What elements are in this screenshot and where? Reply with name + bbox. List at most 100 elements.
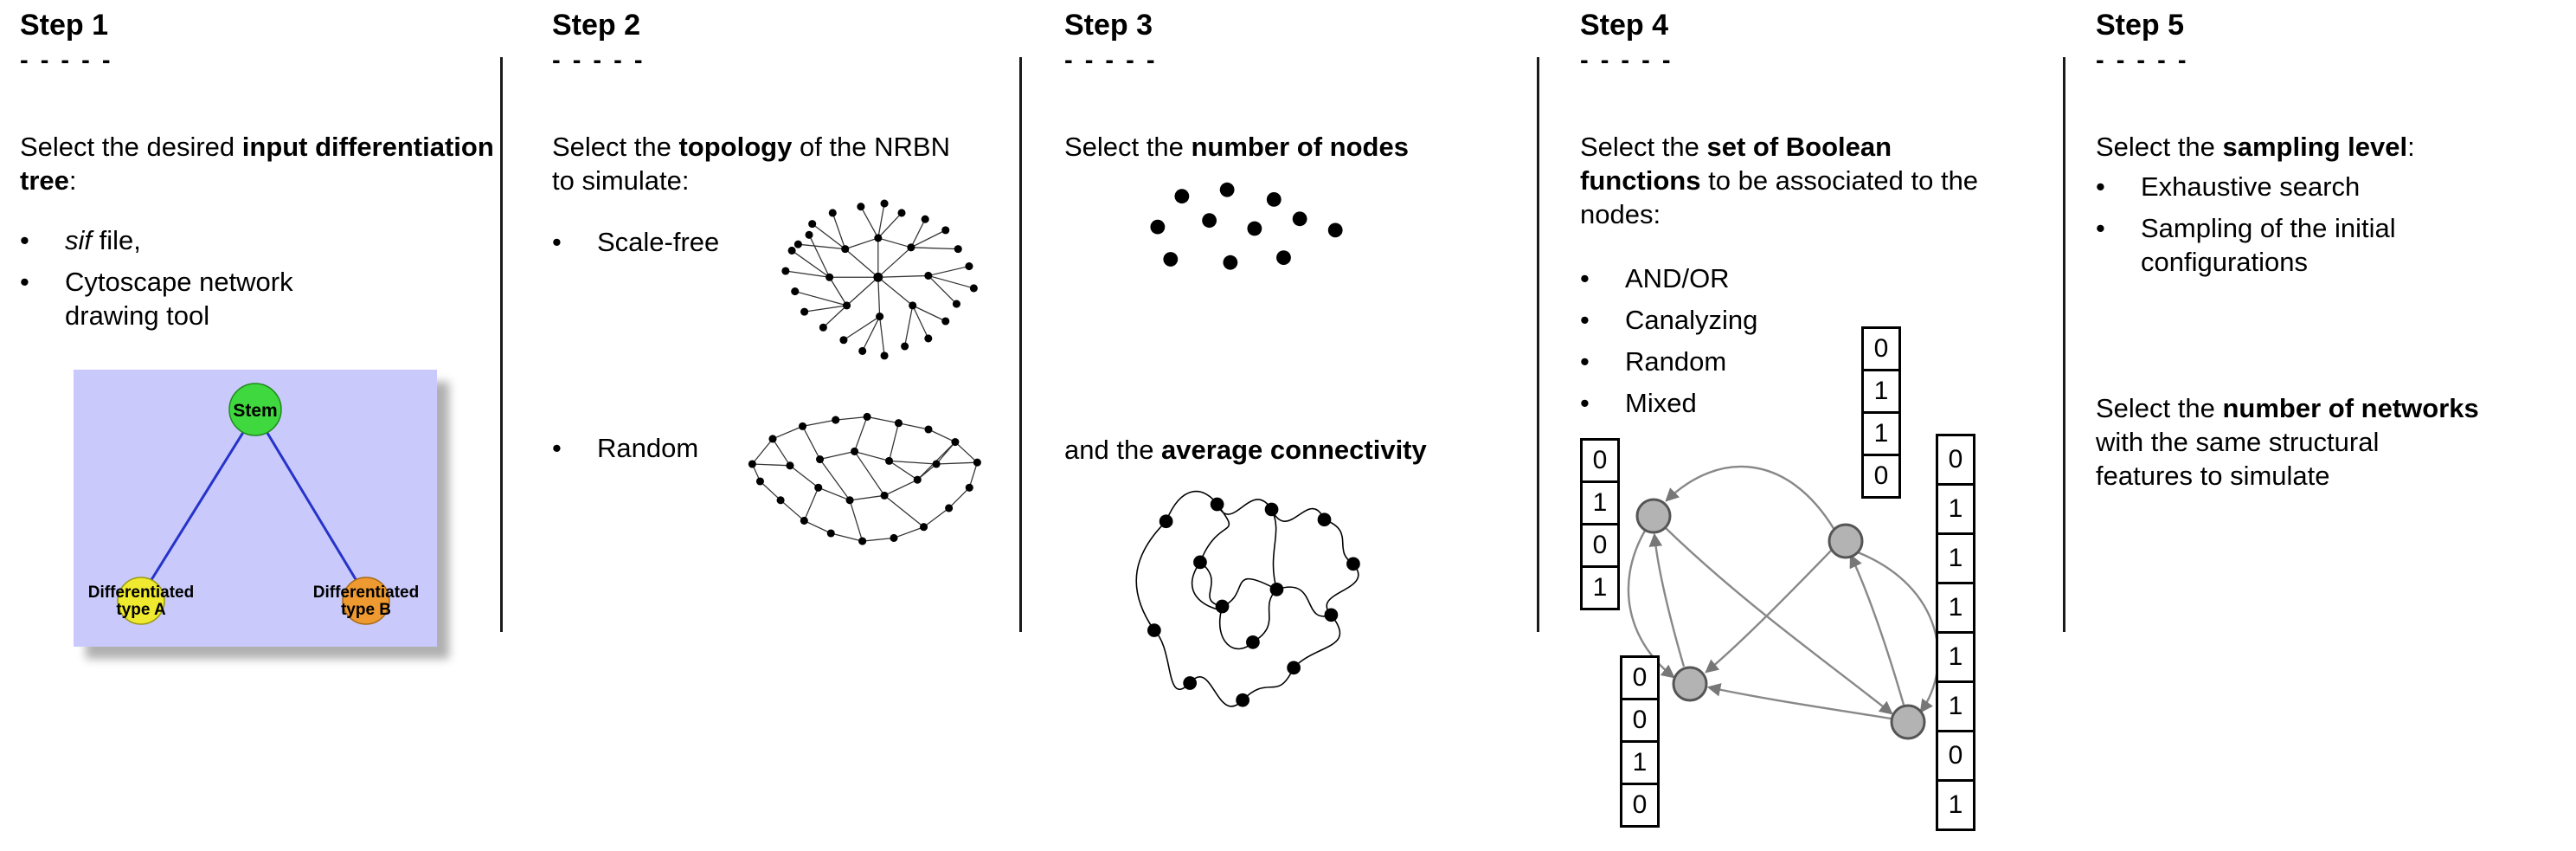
bullet-text: Exhaustive search <box>2141 171 2361 202</box>
intro-prefix: Select the desired <box>20 132 242 162</box>
truth-table-cell: 0 <box>1936 434 1975 486</box>
step-4-title: Step 4 <box>1580 9 1669 42</box>
tree-edges <box>139 412 368 597</box>
line-bold: number of nodes <box>1191 132 1409 162</box>
line-prefix: Select the <box>1064 132 1192 162</box>
line-bold: average connectivity <box>1161 435 1427 465</box>
bullet-marker: • <box>2096 171 2105 202</box>
step-4-bullet-random: • Random <box>1580 345 1726 378</box>
truth-table-cell: 0 <box>1620 783 1660 828</box>
scale-free-network-image <box>781 199 978 360</box>
step-2-title: Step 2 <box>552 9 641 42</box>
step-2-bullet-random: • Random <box>552 431 698 465</box>
step-1-title: Step 1 <box>20 9 109 42</box>
intro-suffix: : <box>68 165 77 196</box>
step-4-dashes: - - - - - <box>1580 47 1673 74</box>
step-2-column: Step 2 - - - - - Select the topology of … <box>552 9 1011 844</box>
intro-bold: set of Boolean functions <box>1580 132 1892 196</box>
intro-suffix: : <box>2407 132 2415 162</box>
bullet-marker: • <box>552 433 562 463</box>
truth-table-cell: 0 <box>1580 438 1620 483</box>
intro-prefix: Select the <box>2096 132 2223 162</box>
type-b-node <box>342 577 390 625</box>
bullet-marker: • <box>2096 213 2105 243</box>
step-5-dashes: - - - - - <box>2096 47 2189 74</box>
truth-table-cell: 1 <box>1936 680 1975 732</box>
step-2-bullet-scale-free: • Scale-free <box>552 225 719 259</box>
step-5-networks-paragraph: Select the number of networks with the s… <box>2096 391 2481 493</box>
network-nodes <box>748 412 981 545</box>
network-edges <box>785 203 974 356</box>
bullet-marker: • <box>1580 263 1590 293</box>
bullet-text: Canalyzing <box>1625 305 1758 335</box>
step-3-column: Step 3 - - - - - Select the number of no… <box>1064 9 1525 844</box>
truth-table-cell: 0 <box>1861 326 1901 371</box>
intro-suffix: to be associated to the nodes: <box>1580 165 1979 229</box>
bullet-marker: • <box>1580 305 1590 335</box>
column-divider <box>1019 57 1022 632</box>
truth-table-cell: 1 <box>1620 740 1660 785</box>
truth-table-cell: 1 <box>1936 631 1975 683</box>
bullet-text: sif file, <box>65 223 141 257</box>
bullet-marker: • <box>20 267 29 297</box>
dots <box>1150 182 1343 270</box>
intro-prefix: Select the <box>552 132 679 162</box>
truth-table-cell: 1 <box>1936 582 1975 634</box>
step-4-column: Step 4 - - - - - Select the set of Boole… <box>1580 9 2052 844</box>
step-3-dashes: - - - - - <box>1064 47 1158 74</box>
intro-prefix: Select the <box>1580 132 1707 162</box>
step-5-column: Step 5 - - - - - Select the sampling lev… <box>2096 9 2570 844</box>
step-1-intro: Select the desired input differentiation… <box>20 130 494 197</box>
column-divider <box>2063 57 2065 632</box>
step-3-line1: Select the number of nodes <box>1064 130 1525 164</box>
bullet-text: Random <box>597 433 699 463</box>
step-5-intro: Select the sampling level: <box>2096 130 2570 164</box>
para-suffix: with the same structural features to sim… <box>2096 427 2380 491</box>
para-bold: number of networks <box>2222 393 2479 423</box>
step-3-line2: and the average connectivity <box>1064 433 1525 467</box>
boolean-network-graphic: 0 1 1 0 0 1 0 1 0 0 1 0 0 1 1 1 <box>1580 319 2047 844</box>
truth-table-cell: 1 <box>1580 480 1620 525</box>
boolean-nodes <box>1635 498 1926 740</box>
truth-table-cell: 0 <box>1580 523 1620 568</box>
column-divider <box>500 57 503 632</box>
truth-table-cell: 1 <box>1936 532 1975 584</box>
step-4-intro: Select the set of Boolean functions to b… <box>1580 130 2013 231</box>
step-1-dashes: - - - - - <box>20 47 113 74</box>
step-4-bullet-mixed: • Mixed <box>1580 386 1697 420</box>
step-2-dashes: - - - - - <box>552 47 646 74</box>
step-1-bullet-sif-file: • sif file, <box>20 223 141 257</box>
step-4-bullet-and-or: • AND/OR <box>1580 261 1730 295</box>
truth-table-cell: 0 <box>1861 454 1901 499</box>
step-1-bullet-cytoscape: • Cytoscape network drawing tool <box>20 265 333 332</box>
intro-suffix: of the NRBN to simulate: <box>552 132 950 196</box>
bullet-text: Scale-free <box>597 227 720 257</box>
connectivity-network-image <box>1135 490 1360 707</box>
bullet-text: Cytoscape network drawing tool <box>65 267 293 331</box>
truth-table-left: 0 1 0 1 <box>1580 438 1620 610</box>
step-1-column: Step 1 - - - - - Select the desired inpu… <box>20 9 494 844</box>
type-a-node <box>117 577 165 625</box>
para-prefix: Select the <box>2096 393 2223 423</box>
step-3-title: Step 3 <box>1064 9 1153 42</box>
curvy-nodes <box>1147 497 1360 707</box>
random-network-image <box>748 412 981 545</box>
step-5-bullet-sampling: • Sampling of the initial configurations <box>2096 211 2570 279</box>
network-edges <box>751 416 978 542</box>
bullet-marker: • <box>552 227 562 257</box>
bullet-marker: • <box>1580 346 1590 377</box>
stem-node <box>228 383 282 436</box>
bullet-text: AND/OR <box>1625 263 1730 293</box>
sif-italic: sif <box>65 225 92 255</box>
bullet-text: Mixed <box>1625 388 1697 418</box>
line-prefix: and the <box>1064 435 1162 465</box>
curvy-edges <box>1135 490 1359 707</box>
step-2-intro: Select the topology of the NRBN to simul… <box>552 130 959 197</box>
intro-bold: sampling level <box>2222 132 2408 162</box>
bullet-text-rest: file, <box>92 225 141 255</box>
